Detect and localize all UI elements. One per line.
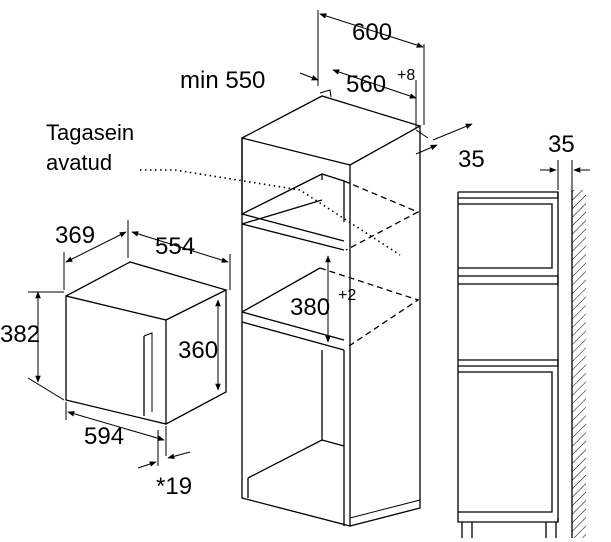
rear-wall-label-1: Tagasein [46, 120, 134, 145]
dim-appliance-front-width: 594 [84, 423, 124, 450]
dim-appliance-inner-height: 360 [178, 337, 218, 364]
dim-niche-height-tol: +2 [338, 287, 356, 304]
rear-wall-leader [140, 169, 401, 256]
dim-cabinet-width: 600 [352, 19, 392, 46]
dim-side-gap: 35 [548, 131, 575, 158]
dim-niche-width: 560 [346, 71, 386, 98]
dim-min-depth: min 550 [180, 67, 265, 94]
tall-cabinet [241, 89, 422, 527]
rear-wall-label-2: avatud [46, 150, 112, 175]
dim-appliance-height: 382 [0, 321, 40, 348]
dim-appliance-width: 554 [155, 233, 195, 260]
dim-front-offset: *19 [156, 473, 192, 500]
microwave-appliance [65, 261, 228, 425]
dim-niche-width-tol: +8 [397, 67, 415, 84]
dim-appliance-depth: 369 [55, 222, 95, 249]
dim-gap: 35 [458, 146, 485, 173]
dim-niche-height: 380 [290, 294, 330, 321]
side-section-view [457, 190, 586, 538]
